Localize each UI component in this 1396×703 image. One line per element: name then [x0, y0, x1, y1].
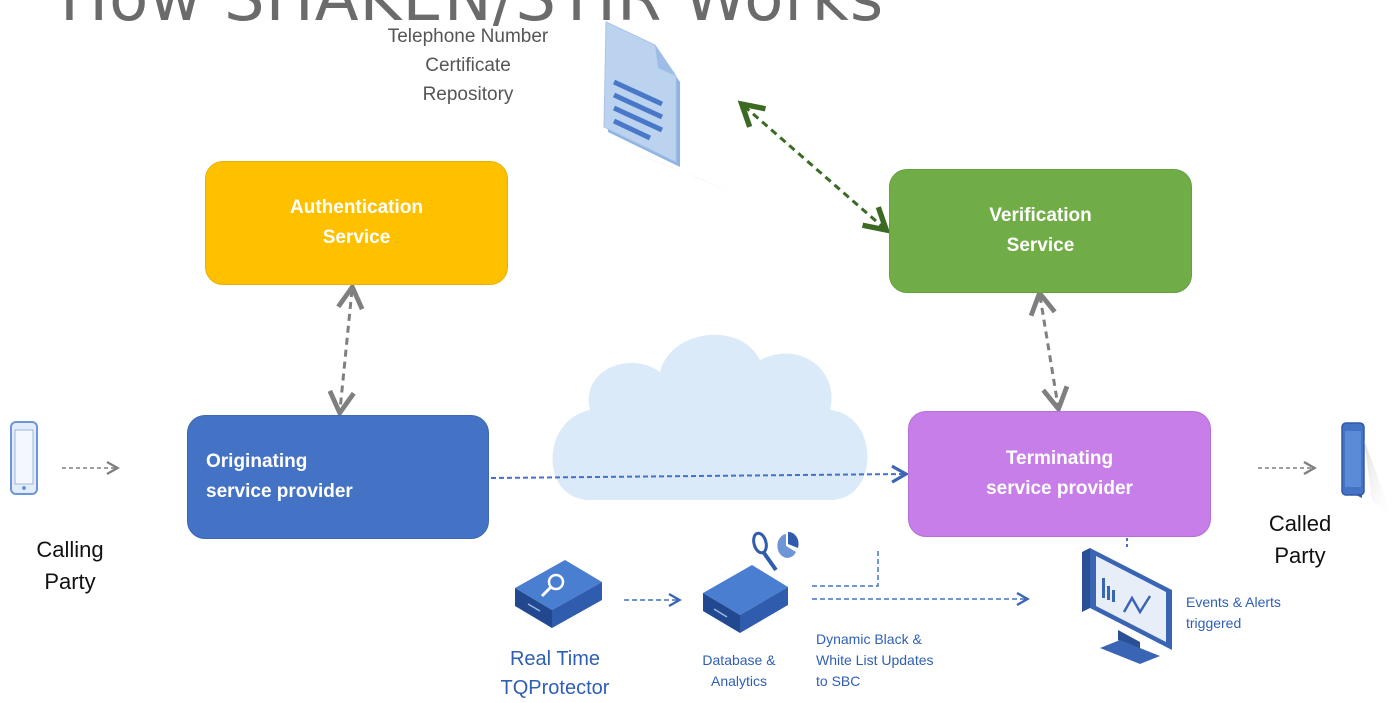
repository-label: Telephone Number Certificate Repository: [360, 22, 576, 109]
page-title: How SHAKEN/STIR Works: [60, 0, 884, 36]
document-icon: [603, 21, 745, 200]
phone-icon: [10, 421, 38, 495]
realtime-protector-label: Real Time TQProtector: [500, 648, 610, 699]
verification-service-box: Verification Service: [889, 169, 1192, 293]
called-party-label: Called Party: [1268, 511, 1332, 568]
database-analytics-label: Database & Analytics: [702, 652, 776, 689]
terminating-provider-box: Terminating service provider: [908, 411, 1211, 537]
dynamic-list-label: Dynamic Black & White List Updates to SB…: [816, 631, 934, 689]
call-path-arrow: [490, 464, 910, 484]
authentication-service-box: Authentication Service: [205, 161, 508, 285]
appliance-icon: [703, 565, 788, 633]
originating-provider-label: Originating service provider: [206, 451, 353, 502]
auth-originating-arrow: [327, 282, 365, 418]
originating-provider-box: Originating service provider: [187, 415, 489, 539]
cloud-icon: [552, 334, 868, 500]
appliance-icon: [515, 560, 602, 628]
pie-chart-icon: [777, 531, 799, 558]
repository-verification-arrow: [737, 100, 891, 234]
monitor-icon: [1082, 548, 1172, 664]
verification-terminating-arrow: [1028, 288, 1070, 414]
terminating-provider-label: Terminating service provider: [986, 448, 1133, 499]
sbc-update-line: [812, 548, 879, 587]
repository-label-text: Telephone Number Certificate Repository: [387, 26, 549, 105]
events-alerts-label: Events & Alerts triggered: [1186, 594, 1281, 631]
calling-party-label: Calling Party: [36, 537, 104, 594]
phone-icon: [1341, 422, 1394, 520]
authentication-service-label: Authentication Service: [290, 197, 423, 248]
magnifier-icon: [752, 531, 778, 572]
verification-service-label: Verification Service: [989, 205, 1092, 256]
